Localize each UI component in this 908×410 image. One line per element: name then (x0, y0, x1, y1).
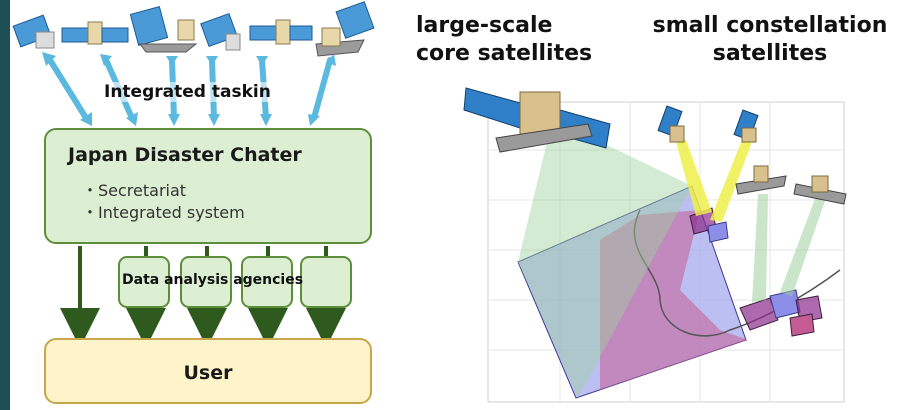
map-scene (463, 87, 847, 403)
agency-box (180, 256, 232, 308)
small-satellite-beam (780, 196, 826, 296)
small-constellation-line-2: satellites (712, 41, 828, 66)
large-scale-line-1: large-scale (416, 13, 553, 38)
large-satellite (463, 87, 611, 153)
large-satellite-beam (518, 132, 692, 398)
satellite-icon (315, 1, 375, 57)
charter-item-secretariat: ・Secretariat (82, 181, 187, 200)
charter-item-integrated-system: ・Integrated system (82, 203, 245, 222)
user-box: User (44, 338, 372, 404)
large-scale-line-2: core satellites (416, 41, 593, 66)
small-satellite-beam (752, 194, 768, 302)
tasking-arrowheads (42, 52, 336, 126)
small-satellite-beam (676, 140, 712, 216)
agency-box (241, 256, 293, 308)
small-satellite-beam (710, 140, 752, 222)
satellite-icon (12, 14, 55, 49)
small-satellite (793, 175, 847, 205)
small-footprint (739, 297, 779, 331)
integrated-tasking-label: Integrated taskin (104, 82, 271, 102)
satellite-icon (200, 12, 241, 51)
small-constellation-label: small constellation satellites (638, 12, 902, 68)
small-constellation-line-1: small constellation (652, 13, 888, 38)
user-label: User (183, 362, 233, 384)
large-scale-label: large-scale core satellites (416, 12, 592, 68)
charter-items: ・Secretariat ・Integrated system (82, 180, 245, 224)
agency-box (118, 256, 170, 308)
left-edge-bar (0, 0, 10, 410)
small-satellite (735, 165, 787, 195)
satellite-icon (61, 21, 129, 45)
small-satellite (657, 105, 685, 143)
coverage-area (600, 210, 748, 390)
small-satellite (733, 109, 759, 143)
satellite-icon (129, 6, 198, 53)
agency-box (300, 256, 352, 308)
charter-box: Japan Disaster Chater ・Secretariat ・Inte… (44, 128, 372, 244)
small-footprint (789, 313, 815, 337)
charter-title: Japan Disaster Chater (68, 144, 302, 166)
satellite-icon (249, 19, 313, 45)
small-footprint (707, 221, 729, 243)
agencies-label: Data analysis agencies (122, 272, 304, 288)
satellite-icons-row (12, 1, 375, 57)
